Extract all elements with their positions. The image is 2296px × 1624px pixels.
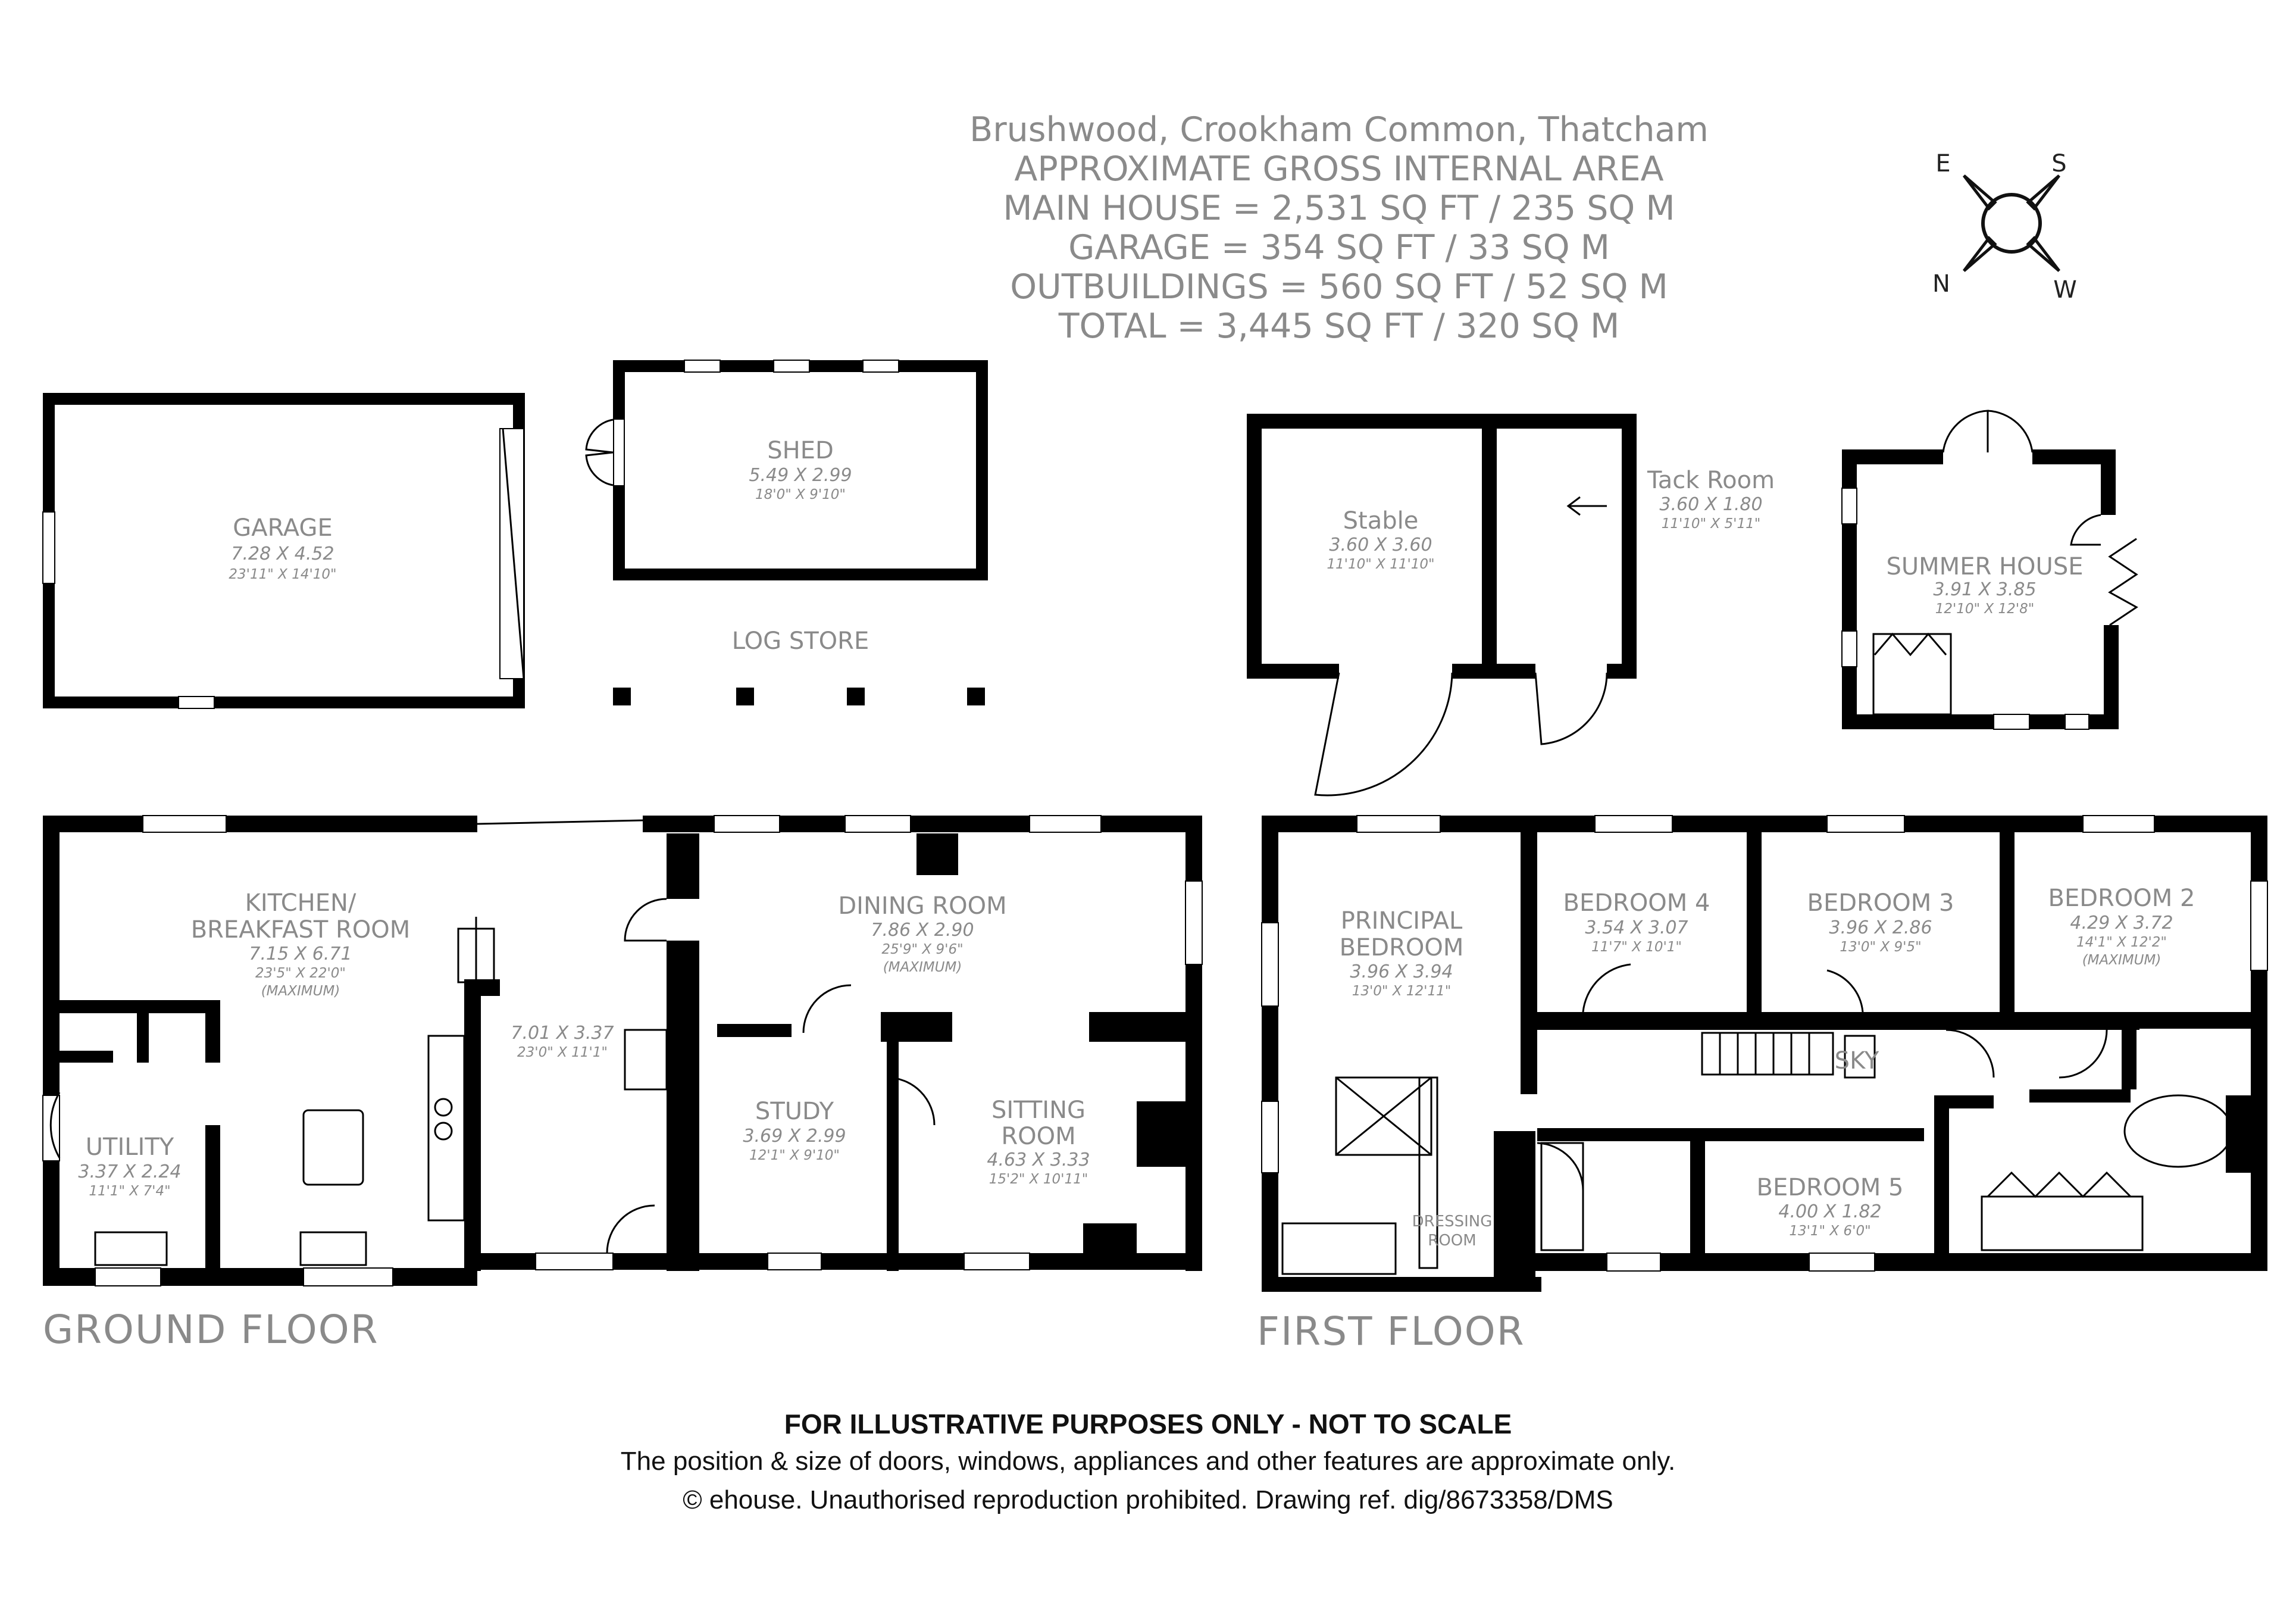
hall-imperial: 23'0" X 11'1": [517, 1045, 608, 1060]
bedroom-4-metric: 3.54 X 3.07: [1585, 917, 1688, 938]
study-label: STUDY: [755, 1098, 834, 1125]
footer-disclaimer-text: The position & size of doors, windows, a…: [620, 1447, 1676, 1476]
utility-label: UTILITY: [86, 1133, 174, 1161]
sitting-room-metric: 4.63 X 3.33: [987, 1150, 1090, 1170]
bedroom-3-imperial: 13'0" X 9'5": [1840, 939, 1921, 955]
stable-outline: [1247, 414, 1637, 797]
shed-outline: [585, 360, 988, 580]
sitting-room-label-2: ROOM: [1001, 1123, 1075, 1150]
compass-e: E: [1935, 150, 1950, 177]
area-outbuildings: OUTBUILDINGS = 560 SQ FT / 52 SQ M: [1010, 267, 1668, 307]
utility-metric: 3.37 X 2.24: [78, 1161, 181, 1182]
stable-label: Stable: [1343, 507, 1419, 535]
bedroom-2-note: (MAXIMUM): [2082, 952, 2162, 968]
log-store-posts: [613, 688, 985, 705]
dining-room-note: (MAXIMUM): [883, 960, 962, 975]
footer-copyright: © ehouse. Unauthorised reproduction proh…: [683, 1485, 1613, 1514]
bedroom-5-imperial: 13'1" X 6'0": [1789, 1223, 1870, 1239]
bedroom-3-metric: 3.96 X 2.86: [1829, 917, 1932, 938]
hall-metric: 7.01 X 3.37: [511, 1023, 614, 1044]
area-title: APPROXIMATE GROSS INTERNAL AREA: [1014, 149, 1664, 189]
bedroom-3-label: BEDROOM 3: [1807, 889, 1954, 917]
bedroom-2-label: BEDROOM 2: [2048, 885, 2195, 912]
shed-imperial: 18'0" X 9'10": [755, 487, 846, 502]
dining-room-metric: 7.86 X 2.90: [871, 920, 974, 941]
area-total: TOTAL = 3,445 SQ FT / 320 SQ M: [1058, 307, 1620, 346]
compass-n: N: [1932, 270, 1950, 298]
area-main-house: MAIN HOUSE = 2,531 SQ FT / 235 SQ M: [1003, 189, 1675, 228]
sky-label: SKY: [1835, 1047, 1879, 1075]
study-imperial: 12'1" X 9'10": [749, 1148, 840, 1163]
first-floor-label: FIRST FLOOR: [1257, 1308, 1525, 1354]
summer-house-metric: 3.91 X 3.85: [1933, 579, 2036, 600]
first-floor-outline: [1261, 815, 2268, 1292]
summer-house-imperial: 12'10" X 12'8": [1935, 601, 2035, 617]
kitchen-note: (MAXIMUM): [261, 983, 340, 999]
principal-bedroom-label-2: BEDROOM: [1340, 934, 1464, 961]
sitting-room-imperial: 15'2" X 10'11": [989, 1172, 1088, 1187]
garage-outline: [42, 393, 525, 709]
study-metric: 3.69 X 2.99: [743, 1126, 846, 1147]
bedroom-5-metric: 4.00 X 1.82: [1778, 1201, 1881, 1222]
compass-w: W: [2053, 276, 2077, 304]
dressing-room-label-1: DRESSING: [1412, 1213, 1493, 1231]
kitchen-imperial: 23'5" X 22'0": [255, 966, 346, 981]
property-address: Brushwood, Crookham Common, Thatcham: [969, 110, 1709, 149]
garage-imperial: 23'11" X 14'10": [229, 567, 336, 582]
bedroom-5-label: BEDROOM 5: [1757, 1174, 1904, 1201]
summer-house-outline: [1841, 410, 2138, 730]
tack-room-metric: 3.60 X 1.80: [1659, 494, 1762, 515]
kitchen-metric: 7.15 X 6.71: [249, 944, 352, 964]
principal-bedroom-label-1: PRINCIPAL: [1341, 907, 1463, 935]
principal-bedroom-metric: 3.96 X 3.94: [1350, 961, 1453, 982]
tack-room-imperial: 11'10" X 5'11": [1662, 516, 1761, 532]
compass-s: S: [2051, 150, 2066, 177]
compass-icon: E S N W: [1932, 150, 2077, 304]
tack-room-label: Tack Room: [1647, 467, 1775, 494]
kitchen-label-1: KITCHEN/: [245, 889, 356, 917]
kitchen-label-2: BREAKFAST ROOM: [191, 916, 411, 944]
stable-imperial: 11'10" X 11'10": [1327, 557, 1434, 572]
ground-floor-label: GROUND FLOOR: [43, 1307, 379, 1353]
principal-bedroom-imperial: 13'0" X 12'11": [1352, 983, 1452, 999]
dining-room-label: DINING ROOM: [838, 892, 1006, 920]
summer-house-label: SUMMER HOUSE: [1887, 553, 2084, 580]
dining-room-imperial: 25'9" X 9'6": [881, 942, 963, 957]
log-store-label: LOG STORE: [732, 627, 869, 655]
shed-metric: 5.49 X 2.99: [749, 465, 852, 486]
stable-metric: 3.60 X 3.60: [1329, 535, 1432, 555]
area-garage: GARAGE = 354 SQ FT / 33 SQ M: [1068, 228, 1610, 267]
bedroom-2-metric: 4.29 X 3.72: [2070, 913, 2173, 933]
bedroom-2-imperial: 14'1" X 12'2": [2076, 935, 2167, 950]
garage-metric: 7.28 X 4.52: [231, 544, 334, 564]
footer-disclaimer-title: FOR ILLUSTRATIVE PURPOSES ONLY - NOT TO …: [784, 1408, 1512, 1439]
shed-label: SHED: [767, 437, 834, 464]
bedroom-4-imperial: 11'7" X 10'1": [1591, 939, 1682, 955]
dressing-room-label-2: ROOM: [1428, 1232, 1476, 1250]
bedroom-4-label: BEDROOM 4: [1563, 889, 1710, 917]
ground-floor-outline: [42, 815, 1203, 1286]
utility-imperial: 11'1" X 7'4": [89, 1183, 170, 1199]
sitting-room-label-1: SITTING: [991, 1097, 1086, 1124]
garage-label: GARAGE: [233, 514, 332, 542]
